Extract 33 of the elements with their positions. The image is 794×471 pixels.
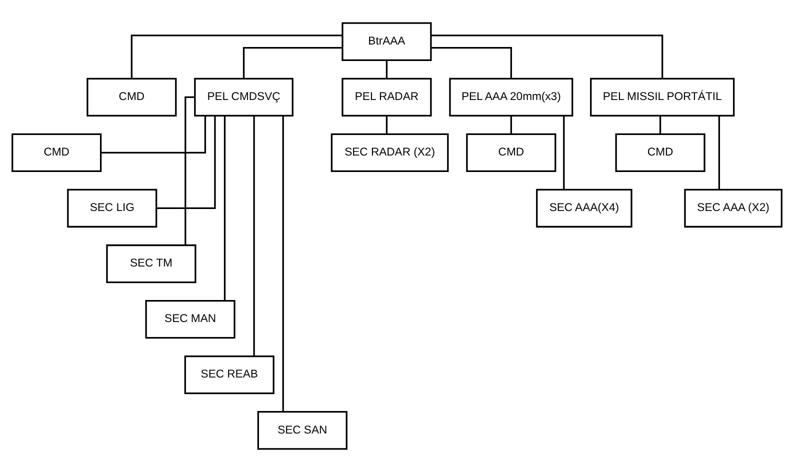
connector: [242, 46, 342, 78]
node-box: SEC AAA(X4): [536, 188, 632, 228]
node-box: SEC LIG: [67, 188, 158, 228]
connector: [718, 116, 720, 190]
connector: [510, 115, 512, 134]
node-box: CMD: [12, 132, 102, 172]
node-box: PEL CMDSVÇ: [194, 77, 294, 116]
node-box: PEL MISSIL PORTÁTIL: [590, 77, 735, 116]
node-box: SEC AAA (X2): [684, 188, 782, 228]
connector: [659, 115, 662, 134]
node-box: SEC RADAR (X2): [330, 132, 449, 172]
connector: [184, 96, 195, 244]
node-box: SEC REAB: [184, 355, 274, 394]
connector: [101, 115, 206, 154]
node-box: CMD: [86, 77, 177, 116]
connector: [430, 46, 512, 78]
connector: [253, 115, 255, 356]
node-box: SEC MAN: [145, 299, 236, 338]
node-box: PEL AAA 20mm(x3): [449, 77, 574, 116]
node-box: SEC TM: [106, 244, 196, 283]
connector: [431, 34, 664, 78]
node-box: CMD: [615, 132, 706, 172]
connector: [224, 115, 226, 300]
connector: [563, 116, 565, 190]
connector: [386, 115, 388, 134]
node-box: CMD: [466, 132, 556, 172]
node-box: SEC SAN: [257, 410, 348, 450]
connector: [386, 60, 388, 78]
node-box: PEL RADAR: [342, 77, 432, 116]
connector: [156, 116, 216, 209]
connector: [282, 116, 284, 412]
connector: [130, 34, 342, 78]
node-box: BtrAAA: [342, 22, 432, 60]
